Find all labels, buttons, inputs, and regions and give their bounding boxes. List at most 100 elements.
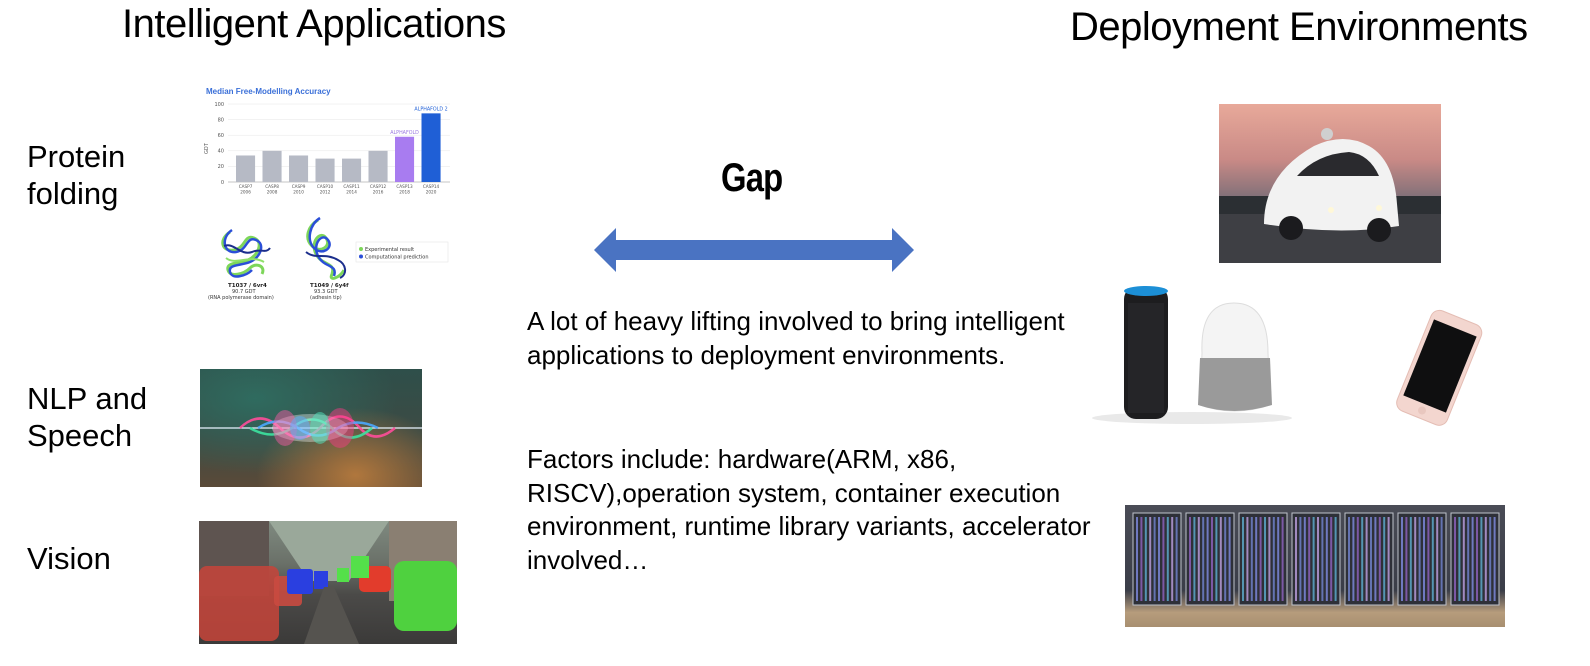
rack-cable <box>1317 517 1319 601</box>
rack-cable <box>1462 517 1465 601</box>
legend-swatch-experimental <box>359 247 363 251</box>
devices-image <box>1072 283 1492 428</box>
accuracy-bar-chart: GDT020406080100CASP72006CASP82008CASP920… <box>204 102 450 195</box>
description-paragraph-2: Factors include: hardware(ARM, x86, RISC… <box>527 444 1091 575</box>
y-tick-label: 0 <box>221 180 224 186</box>
server-racks-icon <box>1132 512 1500 606</box>
x-tick-label: 2014 <box>346 190 357 195</box>
rack-cable <box>1484 517 1487 601</box>
voice-waveform-icon <box>200 408 422 448</box>
car-icon <box>1219 128 1441 263</box>
rack-cable <box>1272 517 1275 601</box>
bar <box>395 136 415 182</box>
bar <box>421 113 441 182</box>
server-rack <box>1132 512 1182 606</box>
rack-cable <box>1153 517 1156 601</box>
protein-structures: T1037 / 6vr4 90.7 GDT (RNA polymerase do… <box>208 216 449 301</box>
protein-structure-2-icon <box>305 216 346 280</box>
x-tick-label: CASP8 <box>265 184 279 189</box>
rack-cable <box>1458 517 1461 601</box>
rack-cable <box>1414 517 1417 601</box>
bar <box>236 155 256 182</box>
y-axis-label: GDT <box>204 142 210 154</box>
rack-cable <box>1206 517 1209 601</box>
x-tick-label: 2012 <box>320 190 331 195</box>
server-rack <box>1397 512 1447 606</box>
legend-swatch-computational <box>359 254 363 259</box>
x-tick-label: 2020 <box>426 190 437 195</box>
rack-cable <box>1197 517 1200 601</box>
legend-label-experimental: Experimental result <box>365 247 414 253</box>
rack-cable <box>1348 517 1350 601</box>
rack-cable <box>1158 517 1160 601</box>
bar <box>262 150 282 182</box>
heading-intelligent-applications: Intelligent Applications <box>122 2 506 46</box>
rack-cable <box>1268 517 1271 601</box>
vision-segmentation-image <box>199 521 457 644</box>
server-rack <box>1450 512 1500 606</box>
rack-cable <box>1193 517 1196 601</box>
rack-cable <box>1476 517 1478 601</box>
rack-cable <box>1409 517 1412 601</box>
rack-cable <box>1215 517 1218 601</box>
y-tick-label: 20 <box>218 164 224 170</box>
gap-label: Gap <box>721 156 783 200</box>
rack-cable <box>1149 517 1152 601</box>
server-rack <box>1238 512 1288 606</box>
x-tick-label: CASP13 <box>396 184 413 189</box>
rack-cable <box>1189 517 1191 601</box>
legend-label-computational: Computational prediction <box>365 255 429 261</box>
row-label-protein-folding: Protein folding <box>27 139 126 211</box>
rack-cable <box>1140 517 1143 601</box>
rack-cable <box>1489 517 1492 601</box>
x-tick-label: 2018 <box>399 190 410 195</box>
bar <box>315 158 335 182</box>
rack-cable <box>1361 517 1364 601</box>
rack-cable <box>1480 517 1483 601</box>
rack-cable <box>1334 517 1337 601</box>
protein-structure-1-icon <box>221 228 271 278</box>
x-tick-label: 2006 <box>240 190 251 195</box>
x-tick-label: 2016 <box>373 190 384 195</box>
rack-cable <box>1202 517 1205 601</box>
structure2-desc: (adhesin tip) <box>310 295 342 301</box>
rack-cable <box>1383 517 1386 601</box>
heading-deployment-environments: Deployment Environments <box>1070 5 1528 49</box>
x-tick-label: CASP11 <box>343 184 360 189</box>
x-tick-label: 2008 <box>267 190 278 195</box>
rack-cable <box>1175 517 1178 601</box>
bar-annotation: ALPHAFOLD <box>390 130 419 136</box>
rack-cable <box>1162 517 1165 601</box>
x-tick-label: CASP10 <box>317 184 334 189</box>
rack-cable <box>1264 517 1266 601</box>
rack-cable <box>1171 517 1174 601</box>
rack-cable <box>1378 517 1381 601</box>
rack-cable <box>1471 517 1474 601</box>
street-scene-icon <box>199 521 457 644</box>
rack-cable <box>1144 517 1147 601</box>
y-tick-label: 60 <box>218 133 224 139</box>
server-rack <box>1185 512 1235 606</box>
rack-cable <box>1352 517 1355 601</box>
x-tick-label: CASP7 <box>239 184 253 189</box>
rack-cable <box>1418 517 1421 601</box>
bar-annotation: ALPHAFOLD 2 <box>414 106 447 112</box>
rack-cable <box>1219 517 1222 601</box>
description-paragraph-1: A lot of heavy lifting involved to bring… <box>527 306 1065 370</box>
rack-cable <box>1295 517 1297 601</box>
double-arrow-icon <box>594 228 914 272</box>
structure1-desc: (RNA polymerase domain) <box>208 295 274 301</box>
bar <box>342 158 362 182</box>
y-tick-label: 40 <box>218 149 224 155</box>
rack-cable <box>1228 517 1231 601</box>
rack-cable <box>1401 517 1403 601</box>
bar <box>289 155 309 182</box>
row-label-nlp-speech: NLP and Speech <box>27 381 148 453</box>
rack-cable <box>1374 517 1377 601</box>
rack-cable <box>1493 517 1496 601</box>
rack-cable <box>1370 517 1372 601</box>
rack-cable <box>1440 517 1443 601</box>
rack-cable <box>1136 517 1138 601</box>
structure1-id: T1037 / 6vr4 <box>228 283 267 289</box>
